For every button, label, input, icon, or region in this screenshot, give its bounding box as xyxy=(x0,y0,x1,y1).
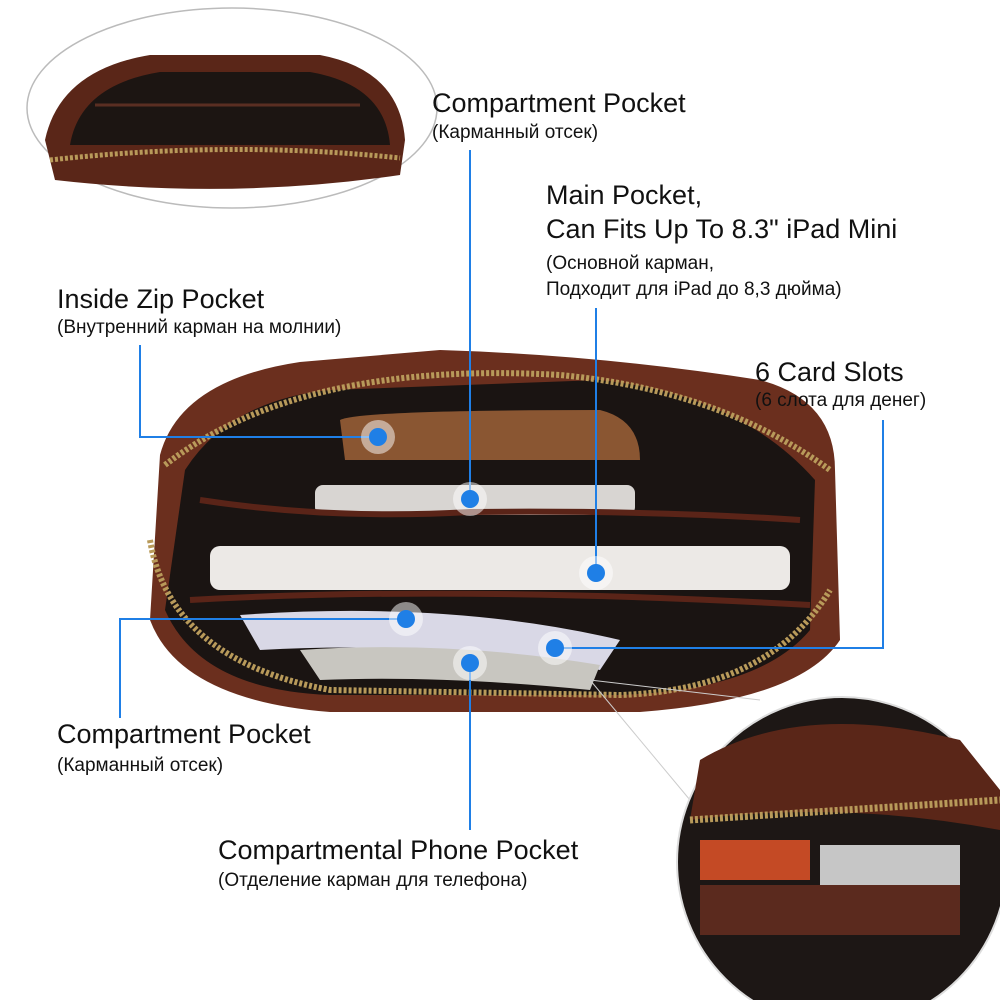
inside-zip-subtitle: (Внутренний карман на молнии) xyxy=(57,317,342,338)
card-slots-subtitle: (6 слота для денег) xyxy=(755,390,927,411)
dot-compartment-top xyxy=(453,482,487,516)
card-slots-title: 6 Card Slots xyxy=(755,357,904,387)
dot-main-pocket xyxy=(579,556,613,590)
dot-card-slots xyxy=(538,631,572,665)
bottom-right-inset-image xyxy=(589,679,1000,1000)
main-pocket-subtitle-2: Подходит для iPad до 8,3 дюйма) xyxy=(546,279,842,300)
main-bag-image xyxy=(147,350,840,712)
main-pocket-subtitle-1: (Основной карман, xyxy=(546,253,714,274)
dot-compartment-bottom xyxy=(389,602,423,636)
top-inset-image xyxy=(26,7,438,209)
main-pocket-title-2: Can Fits Up To 8.3" iPad Mini xyxy=(546,214,898,244)
compartment-bottom-title: Compartment Pocket xyxy=(57,719,311,749)
inside-zip-title: Inside Zip Pocket xyxy=(57,284,265,314)
dot-phone-pocket xyxy=(453,646,487,680)
phone-pocket-subtitle: (Отделение карман для телефона) xyxy=(218,870,528,891)
compartment-top-subtitle: (Карманный отсек) xyxy=(432,122,599,143)
phone-pocket-title: Compartmental Phone Pocket xyxy=(218,835,579,865)
callout-dots xyxy=(361,420,613,680)
compartment-top-title: Compartment Pocket xyxy=(432,88,686,118)
compartment-bottom-subtitle: (Карманный отсек) xyxy=(57,755,224,776)
ipad-in-pocket xyxy=(210,546,790,590)
callout-lines xyxy=(119,150,884,830)
inside-zip-pocket-wallet xyxy=(340,410,640,460)
dot-inside-zip xyxy=(361,420,395,454)
main-pocket-title-1: Main Pocket, xyxy=(546,180,703,210)
